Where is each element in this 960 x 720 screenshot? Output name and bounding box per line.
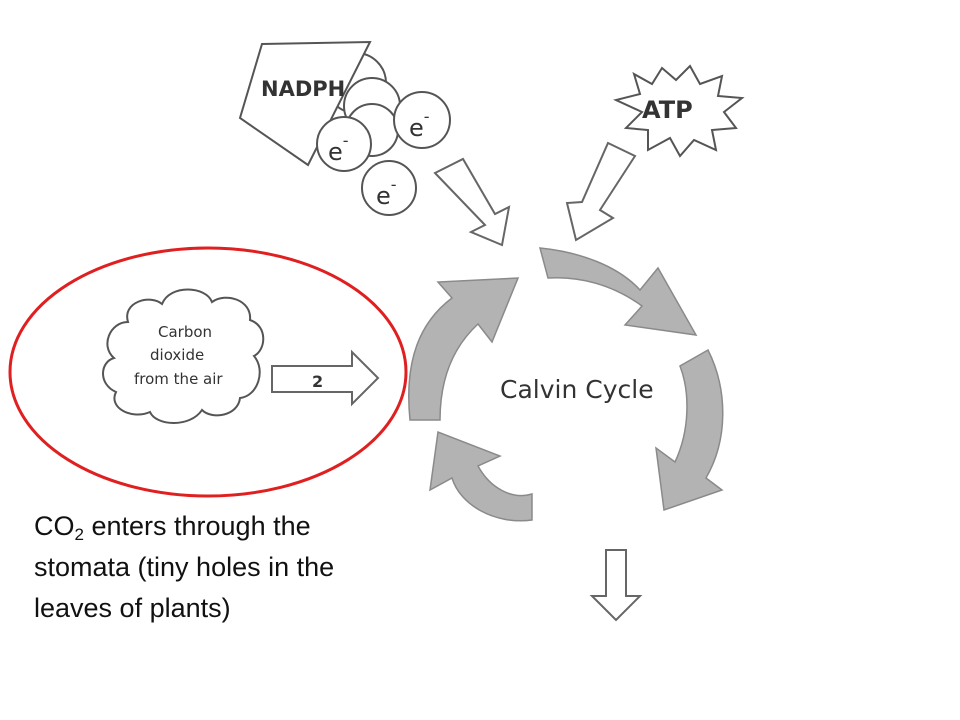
nadph-shape (238, 40, 372, 167)
cycle-arrow-right (655, 348, 724, 512)
cloud-text-line-3: from the air (134, 370, 223, 388)
caption-line-1-rest: enters through the (83, 511, 311, 541)
electron-circle-1 (316, 116, 372, 172)
caption-line-3: leaves of plants) (34, 593, 231, 623)
nadph-input-arrow (433, 157, 511, 247)
caption-line-1: CO2 enters through the (34, 506, 434, 547)
electron-label-3: e- (376, 175, 397, 210)
electron-circle-3 (361, 160, 417, 216)
caption-subscript: 2 (74, 525, 84, 544)
cycle-arrows (408, 247, 724, 522)
highlight-ellipse (8, 246, 408, 498)
atp-starburst (613, 64, 745, 158)
caption-text: CO2 enters through the stomata (tiny hol… (34, 506, 434, 629)
output-arrow (589, 549, 643, 622)
cloud-text-line-2: dioxide (150, 346, 204, 364)
electron-label-2: e- (409, 107, 430, 142)
cloud-text-line-1: Carbon (158, 323, 212, 341)
cloud-shape (102, 288, 265, 424)
electron-label-1: e- (328, 131, 349, 166)
co2-arrow-shape (271, 349, 380, 407)
co2-input-arrow: 2 (271, 349, 380, 407)
atp-label: ATP (642, 96, 693, 124)
nadph-label: NADPH (261, 77, 345, 101)
electron-circle-2 (393, 91, 451, 149)
caption-co: CO (34, 511, 75, 541)
co2-cloud: Carbon dioxide from the air (102, 288, 265, 424)
co2-arrow-label: 2 (312, 372, 323, 391)
atp-molecule: ATP (613, 64, 745, 158)
calvin-cycle-label: Calvin Cycle (500, 375, 654, 404)
cycle-arrow-bottom (429, 430, 533, 522)
caption-line-2: stomata (tiny holes in the (34, 552, 335, 582)
cycle-arrow-left (408, 277, 520, 421)
nadph-molecule: NADPH e- e- e- (238, 40, 451, 216)
cycle-arrow-top (538, 247, 698, 336)
atp-input-arrow (565, 141, 637, 242)
